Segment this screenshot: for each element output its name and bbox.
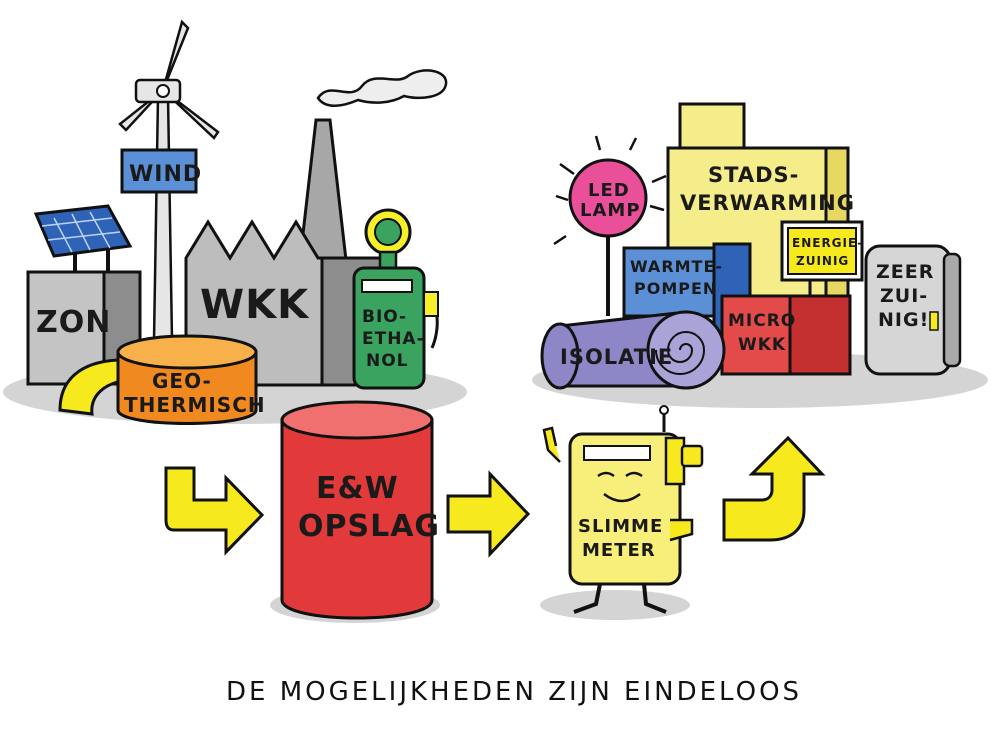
led-lamp: LED LAMP	[553, 135, 667, 316]
arrow-up-right-icon	[722, 435, 826, 542]
wkk-factory: WKK	[184, 219, 384, 387]
zeer-label-3: NIG!	[878, 309, 929, 331]
smokestack	[298, 69, 448, 262]
energy-efficient-monitor: ENERGIE- ZUINIG	[780, 220, 864, 296]
wind-sign	[120, 148, 198, 194]
smart-meter: SLIMME METER	[542, 405, 704, 614]
wind-label: WIND	[129, 162, 202, 187]
geo-label-1: GEO-	[152, 369, 212, 393]
zeer-label-1: ZEER	[876, 261, 934, 283]
energie-label-1: ENERGIE-	[792, 236, 863, 250]
wind-turbine: WIND	[118, 19, 220, 342]
arrow-right-icon	[446, 470, 531, 558]
stads-label-1: STADS-	[708, 163, 799, 187]
bioethanol-pump: BIO- ETHA- NOL	[352, 208, 439, 390]
insulation-roll: ISOLATIE	[540, 310, 726, 390]
caption: DE MOGELIJKHEDEN ZIJN EINDELOOS	[226, 677, 802, 707]
wkk-label: WKK	[200, 282, 310, 328]
isolatie-label: ISOLATIE	[560, 345, 673, 369]
warmte-label-2: POMPEN	[634, 279, 717, 298]
zon-label: ZON	[36, 305, 111, 340]
efficient-fridge: ZEER ZUI- NIG!	[864, 244, 962, 376]
bio-label-2: ETHA-	[362, 329, 425, 349]
led-label-2: LAMP	[580, 200, 641, 221]
storage-label-1: E&W	[316, 471, 399, 506]
geo-label-2: THERMISCH	[124, 393, 266, 417]
meter-label-1: SLIMME	[578, 516, 663, 537]
led-label-1: LED	[588, 180, 630, 201]
bio-label-1: BIO-	[362, 307, 407, 327]
zeer-label-2: ZUI-	[880, 285, 928, 307]
arrow-curved-right-icon	[164, 466, 265, 556]
storage-label-2: OPSLAG	[298, 509, 440, 544]
energie-label-2: ZUINIG	[796, 254, 849, 268]
storage-drum: E&W OPSLAG	[280, 400, 440, 620]
geothermal-tank: GEO- THERMISCH	[58, 334, 266, 425]
solar-panel	[33, 204, 133, 258]
bio-label-3: NOL	[366, 351, 409, 371]
micro-label-2: WKK	[738, 335, 786, 355]
stads-label-2: VERWARMING	[680, 191, 855, 215]
micro-label-1: MICRO	[728, 311, 796, 331]
warmte-label-1: WARMTE-	[630, 257, 723, 276]
meter-shadow	[540, 590, 690, 620]
micro-chp: MICRO WKK	[720, 294, 852, 376]
meter-label-2: METER	[582, 540, 656, 561]
